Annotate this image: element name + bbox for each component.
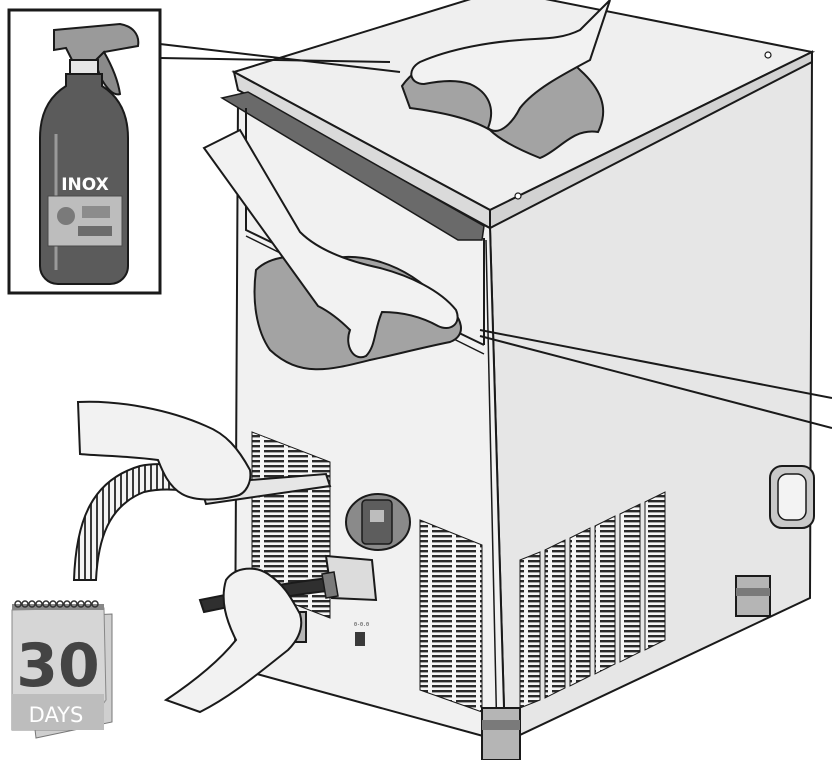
calendar-rings [12, 601, 104, 610]
hand-brush [166, 569, 301, 712]
spray-bottle-inset: INOX [9, 10, 160, 293]
calendar-number: 30 [16, 631, 100, 701]
calendar-icon: 30 DAYS [12, 601, 112, 738]
bottle-label: INOX [61, 175, 109, 195]
svg-text:0-0.0: 0-0.0 [354, 622, 369, 628]
calendar-days-label: DAYS [29, 703, 84, 727]
side-handle [770, 466, 814, 528]
front-vent-right [420, 520, 482, 712]
front-badge [346, 494, 410, 550]
